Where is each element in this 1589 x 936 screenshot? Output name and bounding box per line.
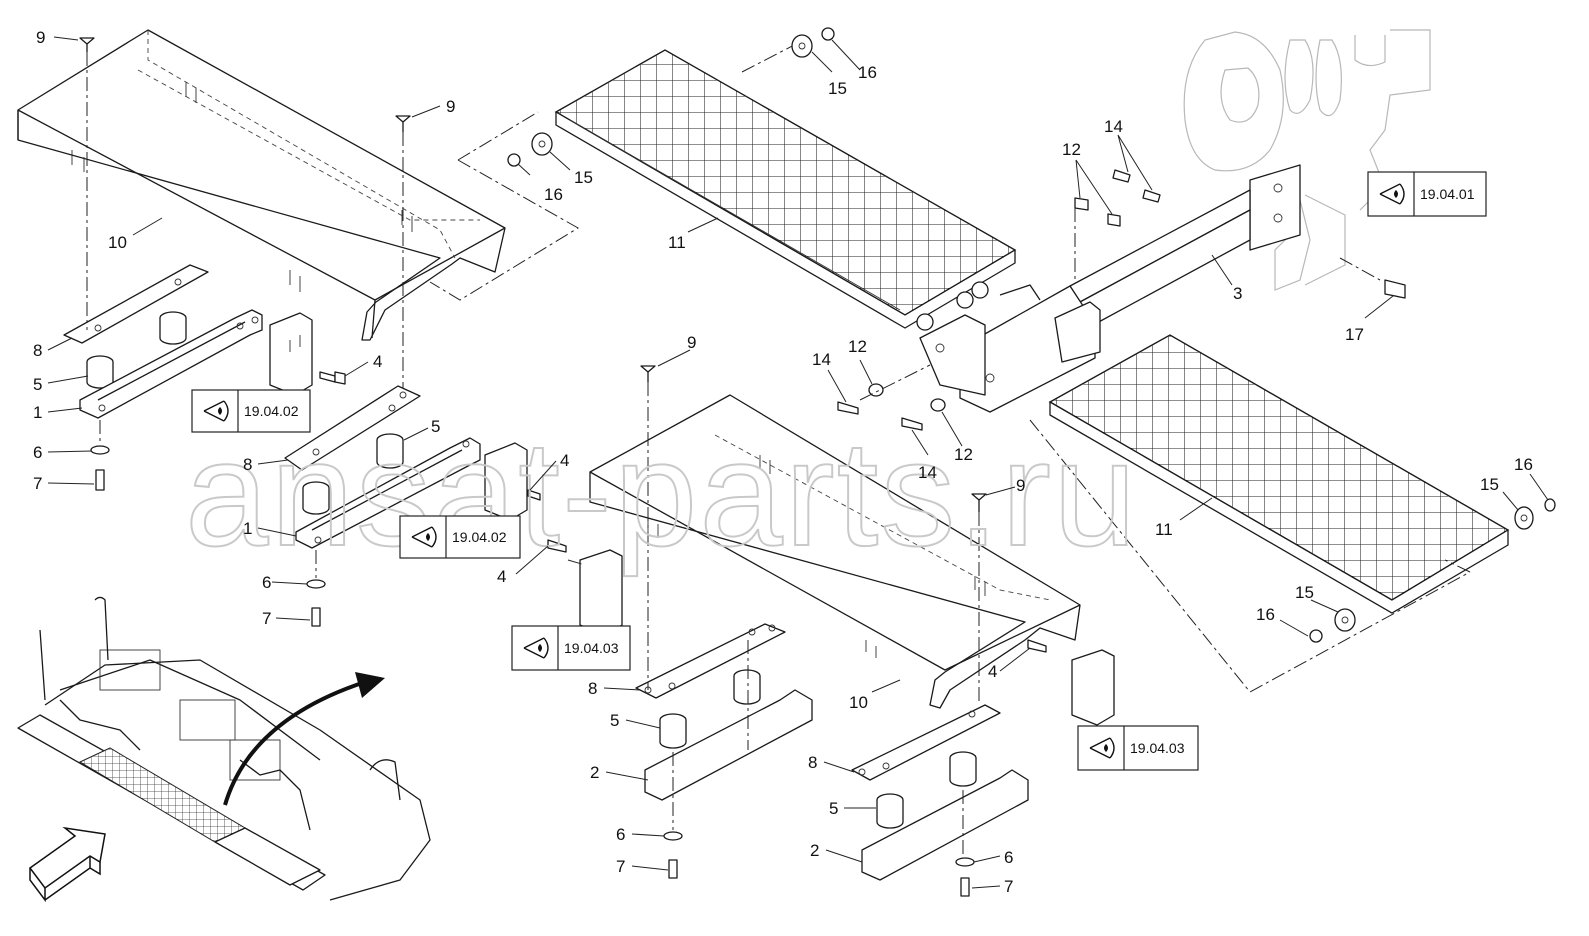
- callout-label: 12: [848, 337, 867, 356]
- leader-lines: [47, 36, 1549, 889]
- callout-label: 4: [988, 662, 997, 681]
- callout-label: 16: [1256, 605, 1275, 624]
- callout-label: 16: [544, 185, 563, 204]
- callout-label: 9: [446, 97, 455, 116]
- reference-box-19-04-01[interactable]: 19.04.01: [1367, 171, 1487, 217]
- callout-label: 12: [1062, 140, 1081, 159]
- callout-label: 9: [687, 333, 696, 352]
- callout-label: 16: [858, 63, 877, 82]
- callout-label: 7: [616, 857, 625, 876]
- callout-label: 7: [1004, 877, 1013, 896]
- reference-label: 19.04.03: [1130, 740, 1185, 756]
- reference-box-19-04-03-right[interactable]: 19.04.03: [1077, 725, 1199, 771]
- callout-label: 8: [588, 679, 597, 698]
- callout-label: 16: [1514, 455, 1533, 474]
- callout-label: 11: [1155, 520, 1173, 539]
- callout-label: 6: [262, 573, 271, 592]
- callout-label: 15: [1480, 475, 1499, 494]
- callout-label: 2: [590, 763, 599, 782]
- callout-label: 6: [1004, 848, 1013, 867]
- step-grate-11-upper: [554, 49, 1017, 331]
- callout-label: 14: [812, 350, 831, 369]
- callout-label: 5: [33, 375, 42, 394]
- hardware-bolts: [79, 37, 1406, 653]
- bracket-assembly-lower-right: [851, 649, 1115, 897]
- callout-label: 10: [849, 693, 868, 712]
- bracket-assembly-middle: [284, 385, 541, 627]
- reference-label: 19.04.02: [452, 529, 507, 545]
- callout-label: 7: [262, 609, 271, 628]
- callout-label: 10: [108, 233, 127, 252]
- callout-label: 15: [1295, 583, 1314, 602]
- callout-label: 9: [1016, 476, 1025, 495]
- cover-10-lower: [589, 394, 1081, 709]
- callout-label: 2: [810, 841, 819, 860]
- paver-overview-inset: [17, 596, 431, 901]
- roller-washer-upper: [507, 27, 835, 167]
- callout-label: 1: [243, 519, 252, 538]
- callout-label: 9: [36, 28, 45, 47]
- callout-label: 8: [808, 753, 817, 772]
- callout-label: 11: [668, 233, 686, 252]
- callout-label: 14: [918, 463, 937, 482]
- callout-label: 4: [497, 567, 506, 586]
- callout-label: 4: [373, 352, 382, 371]
- reference-box-19-04-02-upper[interactable]: 19.04.02: [191, 389, 311, 433]
- direction-arrow-icon: [28, 826, 106, 903]
- support-arm-3: [919, 164, 1301, 413]
- reference-label: 19.04.02: [244, 403, 299, 419]
- callout-label: 8: [33, 341, 42, 360]
- watermark-text: ansat-parts.ru: [185, 409, 1138, 577]
- callout-label: 8: [243, 455, 252, 474]
- machine-frame-background: [1183, 29, 1431, 291]
- cover-10-upper: [17, 29, 506, 341]
- callout-label: 7: [33, 474, 42, 493]
- reference-box-19-04-03-left[interactable]: 19.04.03: [511, 625, 631, 671]
- callout-label: 6: [616, 825, 625, 844]
- callout-label: 6: [33, 443, 42, 462]
- bracket-assembly-upper-left: [63, 264, 346, 491]
- reference-label: 19.04.01: [1420, 186, 1475, 202]
- callout-label: 3: [1233, 284, 1242, 303]
- callout-label: 15: [574, 168, 593, 187]
- roller-washer-lower: [1309, 498, 1556, 643]
- reference-label: 19.04.03: [564, 640, 619, 656]
- callout-label: 14: [1104, 117, 1123, 136]
- step-grate-11-lower: [1048, 334, 1510, 614]
- callout-label: 5: [431, 417, 440, 436]
- callout-label: 12: [954, 445, 973, 464]
- assembly-lines: [86, 52, 1381, 855]
- callout-label: 1: [33, 403, 42, 422]
- callout-label: 4: [560, 451, 569, 470]
- callout-label: 5: [829, 799, 838, 818]
- callout-label: 15: [828, 79, 847, 98]
- callout-label: 5: [610, 711, 619, 730]
- callout-labels: 9 9 10 8 5 1 6 7 4 5 8 4 1 6 7 15 16 16 …: [33, 28, 1533, 896]
- reference-box-19-04-02-lower[interactable]: 19.04.02: [399, 515, 521, 559]
- callout-label: 17: [1345, 325, 1364, 344]
